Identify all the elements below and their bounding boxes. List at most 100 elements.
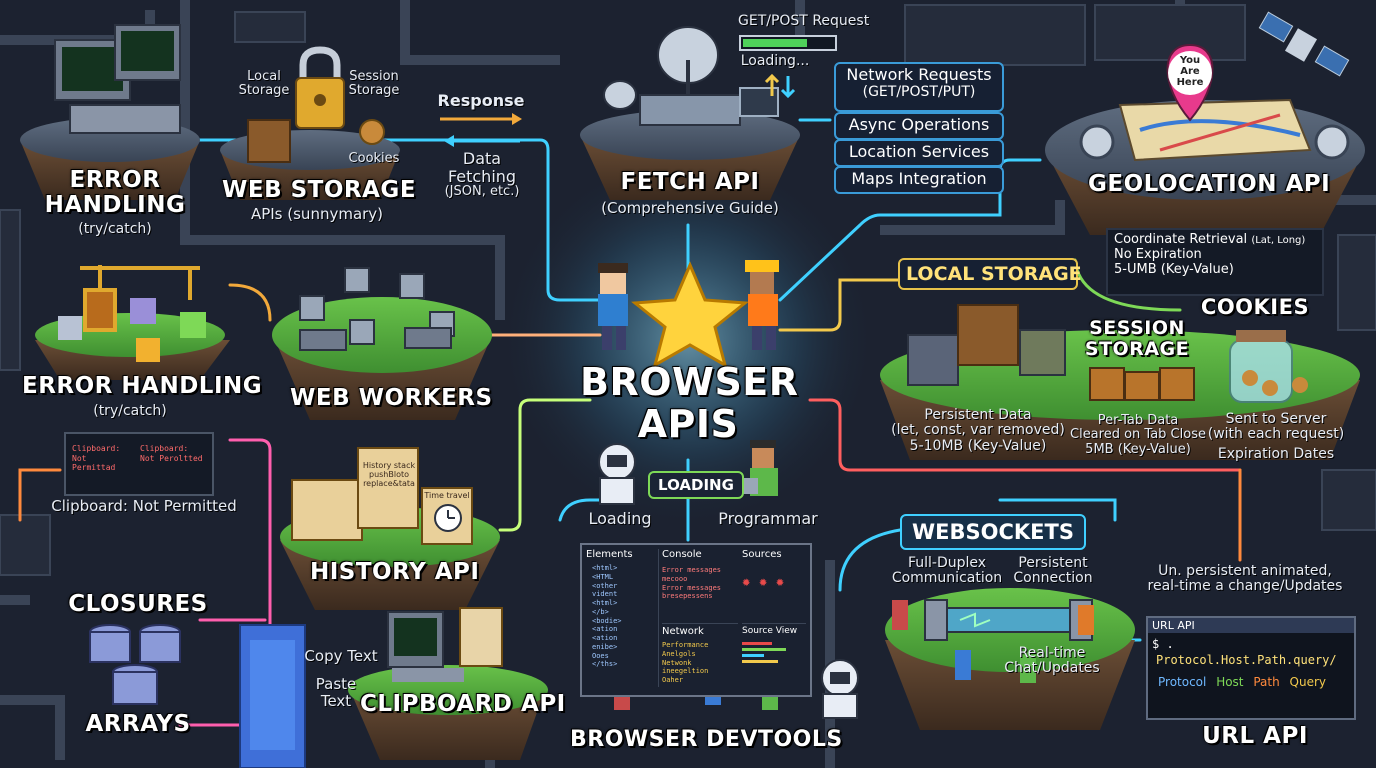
local-storage-label: Local Storage <box>238 69 290 99</box>
devtools-title: BROWSER DEVTOOLS <box>570 727 843 752</box>
clipboard-terminal-text-1: Clipboard: Not Permittad <box>72 444 121 473</box>
copy-text-label: Copy Text <box>304 647 378 665</box>
computer-icon <box>54 24 181 134</box>
paste-text-line2: Text <box>320 691 352 710</box>
center-title: BROWSER APIS <box>580 361 798 446</box>
response-label: Response <box>437 91 525 110</box>
data-fetching-line1: Data <box>462 149 502 168</box>
web-storage-title: WEB STORAGE <box>222 177 417 203</box>
coord-retrieval-sub: (Lat, Long) <box>1251 235 1306 246</box>
local-storage-info: Coordinate Retrieval (Lat, Long) No Expi… <box>1106 228 1324 296</box>
feature-network-requests-sub: (GET/POST/PUT) <box>862 84 976 100</box>
location-pin-text: You Are Here <box>1176 55 1204 88</box>
people-icon <box>892 600 1094 683</box>
url-api-title: URL API <box>1202 723 1308 749</box>
building-icon <box>239 624 306 768</box>
network-line: Performance <box>662 641 709 649</box>
url-api-url: Protocol.Host.Path.query/ <box>1156 653 1337 667</box>
tab-network[interactable]: Network <box>662 626 704 637</box>
coord-retrieval: Coordinate Retrieval <box>1114 232 1248 247</box>
blocks-icon <box>58 298 206 362</box>
cookie-jar-icon <box>1229 330 1308 403</box>
network-line: ineegeltion <box>662 667 709 676</box>
closures-title: CLOSURES <box>68 591 208 617</box>
url-api-header-line1: Un. persistent animated, <box>1158 563 1332 579</box>
error-handling-mid-title: ERROR HANDLING <box>22 373 263 399</box>
persistent-data-line3: 5-10MB (Key-Value) <box>909 437 1047 454</box>
paste-text-line1: Paste <box>315 675 357 693</box>
url-api-panel-title: URL API <box>1148 618 1354 633</box>
tab-source-view[interactable]: Source View <box>742 626 798 636</box>
history-scroll-text: History stack pushBloto replace&tata <box>362 461 416 488</box>
connector-error-worker <box>228 283 272 322</box>
tab-console[interactable]: Console <box>662 549 702 560</box>
realtime-chat-line2: Chat/Updates <box>1004 660 1100 677</box>
astronaut-icon-2 <box>821 659 859 719</box>
persistent-data-line1: Persistent Data <box>924 407 1032 423</box>
clipboard-terminal-text-2: Clipboard: Not Peroltted <box>140 444 203 463</box>
session-storage-label: Session Storage <box>348 69 400 99</box>
url-api-header: Un. persistent animated, real-time a cha… <box>1140 563 1350 595</box>
websockets-title: WEBSOCKETS <box>900 514 1086 550</box>
elements-line: enibe> <box>592 642 618 651</box>
clipboard-api-title: CLIPBOARD API <box>360 691 566 717</box>
clipboard-not-permitted-label: Clipboard: Not Permitted <box>51 497 237 515</box>
persistent-data-label: Persistent Data (let, const, var removed… <box>890 407 1066 454</box>
data-fetching-line2: Fetching <box>447 166 517 186</box>
robot-workers-icon <box>299 267 455 351</box>
bug-icon: ✹ ✹ ✹ <box>742 574 785 590</box>
data-fetching-line3: (JSON, etc.) <box>444 184 520 200</box>
session-storage-info1: Per-Tab Data <box>1097 413 1179 428</box>
loading-label: Loading <box>588 509 652 528</box>
local-storage-size: 5-UMB (Key-Value) <box>1114 262 1234 277</box>
persistent-data-line2: (let, const, var removed) <box>891 422 1065 439</box>
programmar-label: Programmar <box>718 509 818 528</box>
elements-line: <ation <box>592 634 618 642</box>
star-icon <box>631 261 749 369</box>
persistent-connection-label: Persistent Connection <box>1008 555 1098 587</box>
session-storage-info: Per-Tab Data Cleared on Tab Close 5MB (K… <box>1068 413 1208 457</box>
url-api-header-line2: real-time a change/Updates <box>1147 578 1343 595</box>
url-part-query: Query <box>1289 675 1327 689</box>
tab-sources[interactable]: Sources <box>742 549 782 560</box>
devtools-sources-pane: Sources ✹ ✹ ✹ <box>742 549 806 613</box>
url-api-panel: URL API $ . Protocol.Host.Path.query/ Pr… <box>1146 616 1356 720</box>
get-post-request-label: GET/POST Request <box>738 13 870 29</box>
background-panels <box>0 4 1376 576</box>
feature-maps-integration: Maps Integration <box>834 166 1004 194</box>
console-line: bresepessens <box>662 592 713 601</box>
satellite-icon <box>1258 11 1350 77</box>
location-pin-icon <box>1166 43 1214 122</box>
websocket-pipe-icon <box>924 599 1093 641</box>
elements-line: <html> <box>592 564 618 572</box>
full-duplex-line1: Full-Duplex <box>907 555 987 571</box>
connector-geolocation <box>778 158 1042 302</box>
feature-network-requests: Network Requests (GET/POST/PUT) <box>834 62 1004 112</box>
data-fetching-label: Data Fetching (JSON, etc.) <box>432 150 532 199</box>
tab-elements[interactable]: Elements <box>586 549 633 560</box>
persistent-connection-line2: Connection <box>1013 570 1093 587</box>
loading-badge: LOADING <box>648 471 744 499</box>
session-storage-title: SESSION STORAGE <box>1082 318 1192 360</box>
builder-character <box>745 260 779 350</box>
url-part-host: Host <box>1216 675 1244 689</box>
arrays-title: ARRAYS <box>85 711 191 737</box>
devtools-source-view-pane: Source View <box>742 623 806 688</box>
connector-storage <box>198 138 612 302</box>
session-storage-info2: Cleared on Tab Close <box>1070 427 1206 443</box>
cookie-icon <box>359 119 385 145</box>
history-scroll2-text: Time travel <box>424 491 470 500</box>
session-storage-line2: STORAGE <box>1084 337 1190 360</box>
elements-line: </ths> <box>592 660 618 669</box>
clipboard-computer-icon <box>387 607 503 682</box>
loading-bar <box>739 35 837 51</box>
url-api-prompt: $ . <box>1152 637 1174 651</box>
error-handling-mid-subtitle: (try/catch) <box>93 403 167 419</box>
astronaut-icon <box>598 443 636 505</box>
padlock-icon <box>295 46 345 129</box>
